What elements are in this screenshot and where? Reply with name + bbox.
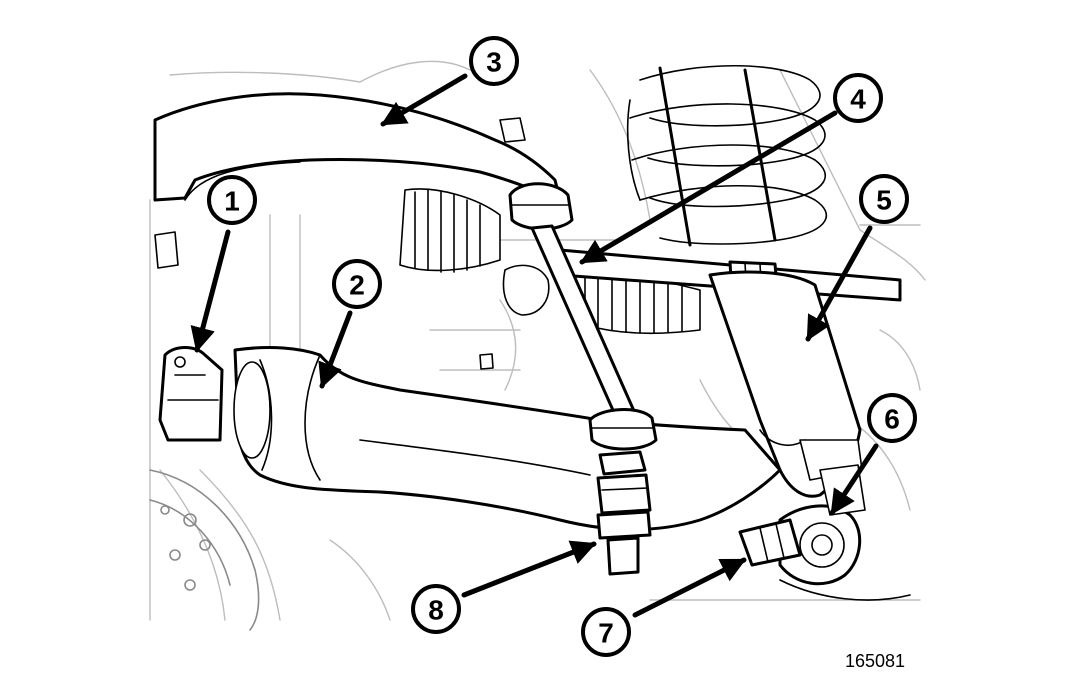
arrow-1 [190, 229, 231, 353]
callout-arrows [190, 73, 879, 618]
callout-4-label: 4 [850, 84, 866, 115]
steering-boot [399, 188, 701, 335]
arrow-5 [805, 225, 873, 342]
callout-2-label: 2 [349, 270, 365, 301]
arrow-2 [318, 310, 353, 389]
callout-8: 8 [411, 584, 461, 634]
figure-number: 165081 [845, 651, 905, 671]
arrow-4 [579, 110, 838, 265]
arrow-3 [380, 73, 468, 127]
frame-bracket [158, 346, 224, 442]
arrow-6 [829, 443, 879, 516]
callout-8-label: 8 [428, 595, 444, 626]
callout-3: 3 [469, 36, 519, 86]
callout-6: 6 [867, 393, 917, 443]
callout-1-label: 1 [224, 186, 240, 217]
arrow-7 [632, 557, 747, 618]
lower-control-arm [233, 346, 782, 531]
callout-6-label: 6 [884, 404, 900, 435]
callout-3-label: 3 [486, 47, 502, 78]
stabilizer-link [508, 182, 658, 576]
callout-5-label: 5 [876, 185, 892, 216]
callout-7-label: 7 [598, 618, 614, 649]
callout-2: 2 [332, 259, 382, 309]
lower-ball-joint [738, 504, 911, 601]
callout-1: 1 [207, 175, 257, 225]
callout-5: 5 [859, 174, 909, 224]
callout-7: 7 [581, 607, 631, 657]
brake-rotor [149, 469, 260, 631]
callout-4: 4 [833, 73, 883, 123]
hardware-details [154, 231, 550, 370]
arrow-8 [461, 540, 597, 598]
